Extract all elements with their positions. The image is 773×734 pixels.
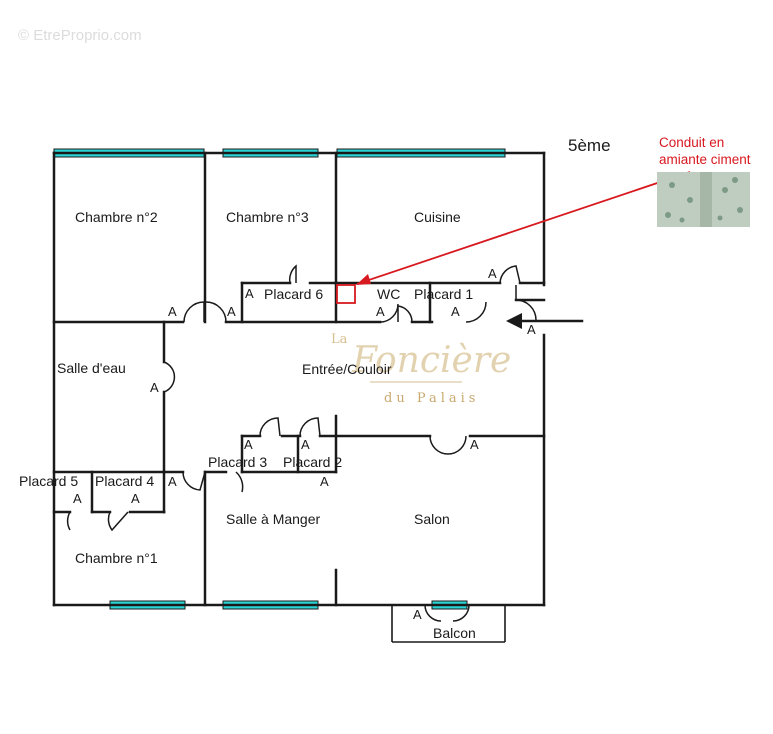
door-marker: A <box>451 304 460 319</box>
walls <box>52 151 546 643</box>
logo-name: Foncière <box>351 340 511 381</box>
door-marker: A <box>527 322 536 337</box>
room-entree: Entrée/Couloir <box>302 361 392 377</box>
door-marker: A <box>168 304 177 319</box>
room-placard-3: Placard 3 <box>208 454 267 470</box>
logo-sub: du Palais <box>384 391 479 406</box>
door-markers: A A A A A A A A A A A A A A A A <box>73 266 536 622</box>
conduit-highlight <box>336 284 356 304</box>
door-marker: A <box>168 474 177 489</box>
conduit-photo <box>657 172 750 227</box>
door-marker: A <box>227 304 236 319</box>
door-marker: A <box>245 286 254 301</box>
room-labels: Chambre n°2 Chambre n°3 Cuisine Placard … <box>19 209 476 641</box>
room-chambre-3: Chambre n°3 <box>226 209 309 225</box>
room-salle-eau: Salle d'eau <box>57 360 126 376</box>
floor-label: 5ème <box>568 136 611 155</box>
room-wc: WC <box>377 286 400 302</box>
room-salon: Salon <box>414 511 450 527</box>
logo-la: La <box>331 332 348 347</box>
door-marker: A <box>320 474 329 489</box>
door-marker: A <box>131 491 140 506</box>
room-chambre-2: Chambre n°2 <box>75 209 158 225</box>
door-marker: A <box>413 607 422 622</box>
door-marker: A <box>376 304 385 319</box>
room-placard-2: Placard 2 <box>283 454 342 470</box>
entrance-arrow <box>506 313 584 329</box>
callout-line <box>356 171 691 285</box>
room-chambre-1: Chambre n°1 <box>75 550 158 566</box>
door-marker: A <box>244 437 253 452</box>
room-salle-a-manger: Salle à Manger <box>226 511 321 527</box>
door-marker: A <box>150 380 159 395</box>
callout-note-line2: amiante ciment <box>659 152 751 167</box>
callout-note-line1: Conduit en <box>659 135 724 150</box>
door-marker: A <box>73 491 82 506</box>
door-marker: A <box>301 437 310 452</box>
room-placard-6: Placard 6 <box>264 286 323 302</box>
watermark: © EtreProprio.com <box>18 27 142 44</box>
door-marker: A <box>488 266 497 281</box>
room-placard-5: Placard 5 <box>19 473 78 489</box>
room-placard-4: Placard 4 <box>95 473 154 489</box>
room-placard-1: Placard 1 <box>414 286 473 302</box>
company-logo: La Foncière du Palais <box>331 332 511 406</box>
room-cuisine: Cuisine <box>414 209 461 225</box>
room-balcon: Balcon <box>433 625 476 641</box>
door-marker: A <box>470 437 479 452</box>
callout-arrowhead <box>356 274 371 285</box>
door-swings <box>66 264 537 622</box>
